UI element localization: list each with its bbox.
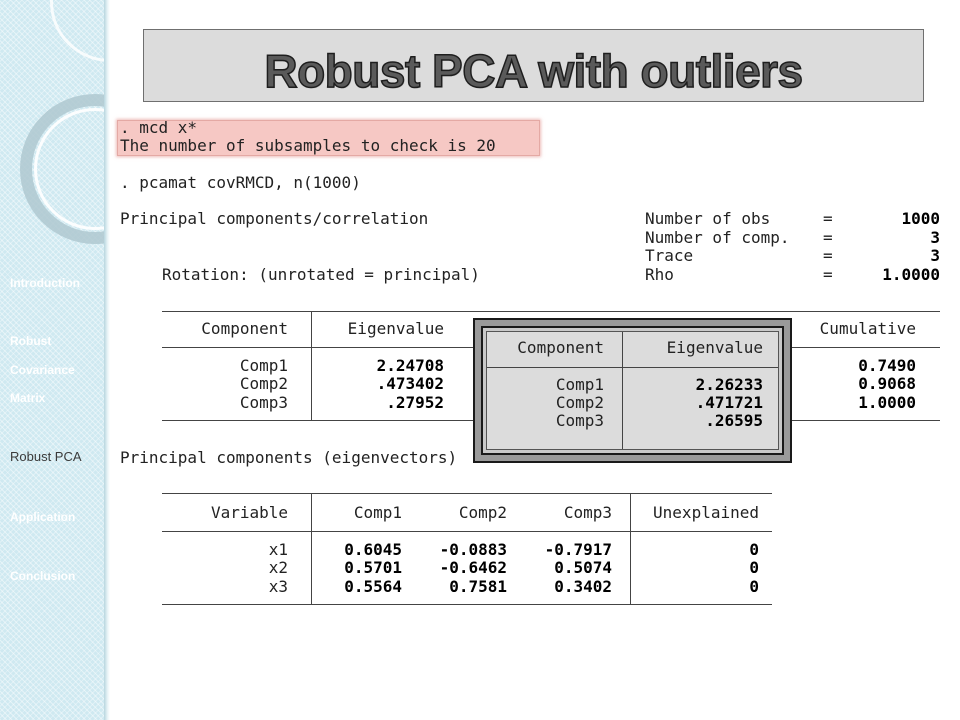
row-eigenvalue: .473402 bbox=[376, 374, 444, 393]
nav-item-robust[interactable]: Robust bbox=[10, 334, 52, 348]
column-header-variable: Variable bbox=[210, 503, 288, 522]
stat-value-obs: 1000 bbox=[901, 209, 940, 228]
pcamat-command: . pcamat covRMCD, n(1000) bbox=[120, 173, 361, 192]
column-header-comp1: Comp1 bbox=[353, 503, 402, 522]
overlay-table: Component Eigenvalue Comp1 Comp2 Comp3 2… bbox=[486, 331, 779, 450]
column-header-comp2: Comp2 bbox=[458, 503, 507, 522]
cell-comp1: 0.6045 bbox=[344, 540, 402, 559]
decorative-ring bbox=[50, 0, 106, 62]
overlay-header-component: Component bbox=[517, 338, 604, 357]
table-column-rule bbox=[311, 493, 312, 604]
column-header-comp3: Comp3 bbox=[563, 503, 612, 522]
row-variable: x1 bbox=[268, 540, 288, 559]
cell-comp2: 0.7581 bbox=[449, 577, 507, 596]
stat-eq: = bbox=[823, 228, 833, 247]
row-eigenvalue: .27952 bbox=[386, 393, 444, 412]
overlay-row-component: Comp1 bbox=[555, 375, 604, 394]
stat-label-ncomp: Number of comp. bbox=[645, 228, 790, 247]
mcd-message: The number of subsamples to check is 20 bbox=[120, 136, 496, 155]
nav-item-application[interactable]: Application bbox=[10, 510, 76, 524]
stat-label-obs: Number of obs bbox=[645, 209, 771, 228]
cell-comp3: 0.3402 bbox=[554, 577, 612, 596]
eigenvectors-title: Principal components (eigenvectors) bbox=[120, 448, 458, 467]
cell-comp2: -0.0883 bbox=[439, 540, 507, 559]
sidebar-edge bbox=[104, 0, 110, 720]
table-rule bbox=[162, 493, 772, 494]
cell-comp3: 0.5074 bbox=[554, 558, 612, 577]
highlight-box bbox=[117, 120, 540, 156]
overlay-row-eigenvalue: 2.26233 bbox=[695, 375, 763, 394]
mcd-command: . mcd x* bbox=[120, 118, 198, 137]
row-cumulative: 0.9068 bbox=[858, 374, 916, 393]
cell-unexplained: 0 bbox=[749, 540, 759, 559]
overlay-column-rule bbox=[622, 332, 623, 449]
row-cumulative: 1.0000 bbox=[858, 393, 916, 412]
stat-eq: = bbox=[823, 209, 833, 228]
page-title: Robust PCA with outliers bbox=[264, 44, 804, 98]
sidebar: Introduction Robust Covariance Matrix Ro… bbox=[0, 0, 106, 720]
stat-eq: = bbox=[823, 246, 833, 265]
column-header-eigenvalue: Eigenvalue bbox=[347, 319, 444, 338]
title-box: Robust PCA with outliers bbox=[143, 29, 924, 102]
row-variable: x3 bbox=[268, 577, 288, 596]
overlay-row-component: Comp2 bbox=[555, 393, 604, 412]
cell-comp2: -0.6462 bbox=[439, 558, 507, 577]
nav-item-introduction[interactable]: Introduction bbox=[10, 276, 80, 290]
row-component: Comp3 bbox=[239, 393, 288, 412]
stat-value-trace: 3 bbox=[930, 246, 940, 265]
column-header-unexplained: Unexplained bbox=[653, 503, 759, 522]
overlay-inner-frame: Component Eigenvalue Comp1 Comp2 Comp3 2… bbox=[481, 326, 784, 455]
row-variable: x2 bbox=[268, 558, 288, 577]
stat-label-trace: Trace bbox=[645, 246, 694, 265]
overlay-header-eigenvalue: Eigenvalue bbox=[666, 338, 763, 357]
cell-unexplained: 0 bbox=[749, 558, 759, 577]
row-eigenvalue: 2.24708 bbox=[376, 356, 444, 375]
cell-comp1: 0.5701 bbox=[344, 558, 402, 577]
table-rule bbox=[162, 311, 940, 312]
stat-value-ncomp: 3 bbox=[930, 228, 940, 247]
overlay-rule bbox=[487, 367, 778, 368]
robust-eigenvalue-overlay: Component Eigenvalue Comp1 Comp2 Comp3 2… bbox=[473, 318, 792, 463]
overlay-row-component: Comp3 bbox=[555, 411, 604, 430]
nav-item-conclusion[interactable]: Conclusion bbox=[10, 569, 76, 583]
column-header-cumulative: Cumulative bbox=[819, 319, 916, 338]
row-cumulative: 0.7490 bbox=[858, 356, 916, 375]
row-component: Comp1 bbox=[239, 356, 288, 375]
nav-item-covariance[interactable]: Covariance bbox=[10, 363, 75, 377]
cell-comp1: 0.5564 bbox=[344, 577, 402, 596]
column-header-component: Component bbox=[201, 319, 288, 338]
overlay-row-eigenvalue: .471721 bbox=[695, 393, 763, 412]
cell-unexplained: 0 bbox=[749, 577, 759, 596]
cell-comp3: -0.7917 bbox=[544, 540, 612, 559]
table-rule bbox=[162, 531, 772, 532]
table-column-rule bbox=[630, 493, 631, 604]
nav-item-matrix[interactable]: Matrix bbox=[10, 391, 46, 405]
table-rule bbox=[162, 604, 772, 605]
row-component: Comp2 bbox=[239, 374, 288, 393]
stat-eq: = bbox=[823, 265, 833, 284]
stat-label-rho: Rho bbox=[645, 265, 674, 284]
rotation-label: Rotation: (unrotated = principal) bbox=[162, 265, 480, 284]
pca-header-title: Principal components/correlation bbox=[120, 209, 429, 228]
stat-value-rho: 1.0000 bbox=[882, 265, 940, 284]
overlay-row-eigenvalue: .26595 bbox=[705, 411, 763, 430]
nav-item-robust-pca[interactable]: Robust PCA bbox=[10, 449, 82, 464]
table-column-rule bbox=[311, 311, 312, 420]
